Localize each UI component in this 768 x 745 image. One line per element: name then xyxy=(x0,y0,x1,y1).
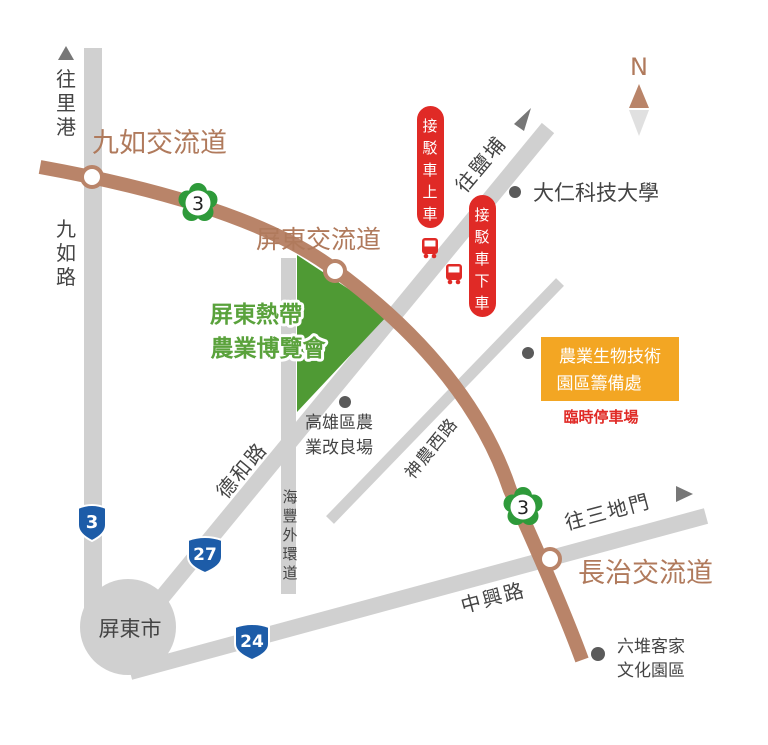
char: 駁 xyxy=(474,228,489,246)
poi-dot-dais xyxy=(339,396,351,408)
char: 港 xyxy=(56,115,76,139)
label-pingtung-city: 屏東市 xyxy=(99,617,162,641)
char: 接 xyxy=(422,117,437,135)
arrow-up-icon xyxy=(58,46,74,60)
arrow-right-icon xyxy=(676,486,693,502)
label-pingtung-interchange: 屏東交流道 xyxy=(256,225,381,254)
poi-dot-liudui xyxy=(591,647,605,661)
label-to-ligang: 往 里 港 xyxy=(56,67,76,139)
shield-label: 3 xyxy=(86,512,99,533)
compass-letter: N xyxy=(630,53,648,81)
shuttle-pickup-badge: 接 駁 車 上 車 xyxy=(417,106,444,228)
char: 車 xyxy=(422,205,437,223)
label-biotech-line2: 園區籌備處 xyxy=(557,374,642,394)
road-zhongxing xyxy=(127,508,709,680)
expo-line1: 屏東熱帶 xyxy=(210,302,302,328)
label-temp-parking: 臨時停車場 xyxy=(563,408,638,426)
provincial-shield-icon: 24 xyxy=(234,623,270,662)
shield-label: 3 xyxy=(192,193,204,215)
provincial-shield-icon: 3 xyxy=(77,504,107,543)
label-dais-line1: 高雄區農 xyxy=(305,413,373,433)
char: 豐 xyxy=(282,507,297,525)
city-circle xyxy=(80,579,176,675)
provincial-shield-icon: 27 xyxy=(187,536,223,575)
char: 外 xyxy=(282,526,297,544)
label-liudui-line1: 六堆客家 xyxy=(617,637,685,657)
char: 九 xyxy=(56,217,76,241)
shield-label: 24 xyxy=(240,632,264,652)
label-shennong-road: 神農西路 xyxy=(401,415,462,484)
char: 道 xyxy=(282,564,297,582)
biotech-box xyxy=(541,337,679,401)
char: 車 xyxy=(474,250,489,268)
poi-dot-biotech xyxy=(522,347,534,359)
arrow-upright-icon xyxy=(514,108,531,131)
char: 駁 xyxy=(422,139,437,157)
road-jiuru xyxy=(84,48,102,638)
char: 車 xyxy=(422,161,437,179)
label-changzhi-interchange: 長治交流道 xyxy=(578,558,713,589)
char: 上 xyxy=(422,183,437,201)
label-tajen-university: 大仁科技大學 xyxy=(533,181,659,205)
expo-area xyxy=(297,255,388,412)
label-jiuru-interchange: 九如交流道 xyxy=(92,128,227,159)
road-haifeng xyxy=(281,258,296,594)
char: 海 xyxy=(282,488,297,506)
road-shennong xyxy=(326,278,564,524)
poi-dot-tajen xyxy=(509,186,521,198)
expo-line2: 農業博覽會 xyxy=(211,335,327,362)
shield-label: 3 xyxy=(517,497,529,519)
label-liudui-line2: 文化園區 xyxy=(617,661,685,681)
char: 下 xyxy=(474,272,489,290)
char: 車 xyxy=(474,294,489,312)
interchange-jiuru-node xyxy=(80,165,104,189)
freeway-shield-icon: 3 xyxy=(503,487,543,525)
char: 環 xyxy=(282,545,297,563)
freeway-shield-icon: 3 xyxy=(178,183,218,221)
label-biotech-line1: 農業生物技術 xyxy=(559,347,661,367)
shuttle-dropoff-badge: 接 駁 車 下 車 xyxy=(469,195,496,317)
interchange-changzhi-node xyxy=(538,547,562,571)
bus-icon xyxy=(422,238,438,259)
label-dais-line2: 業改良場 xyxy=(305,438,373,458)
label-jiuru-road: 九 如 路 xyxy=(56,217,76,289)
north-arrow-icon: N xyxy=(629,53,649,136)
char: 里 xyxy=(56,91,76,115)
bus-icon xyxy=(446,264,462,285)
char: 往 xyxy=(56,67,76,91)
label-haifeng-road: 海 豐 外 環 道 xyxy=(282,488,297,582)
shield-label: 27 xyxy=(193,545,217,565)
char: 路 xyxy=(56,265,76,289)
char: 接 xyxy=(474,206,489,224)
interchange-pingtung-node xyxy=(323,259,347,283)
expo-label: 屏東熱帶 農業博覽會 xyxy=(207,299,330,365)
char: 如 xyxy=(56,241,76,265)
